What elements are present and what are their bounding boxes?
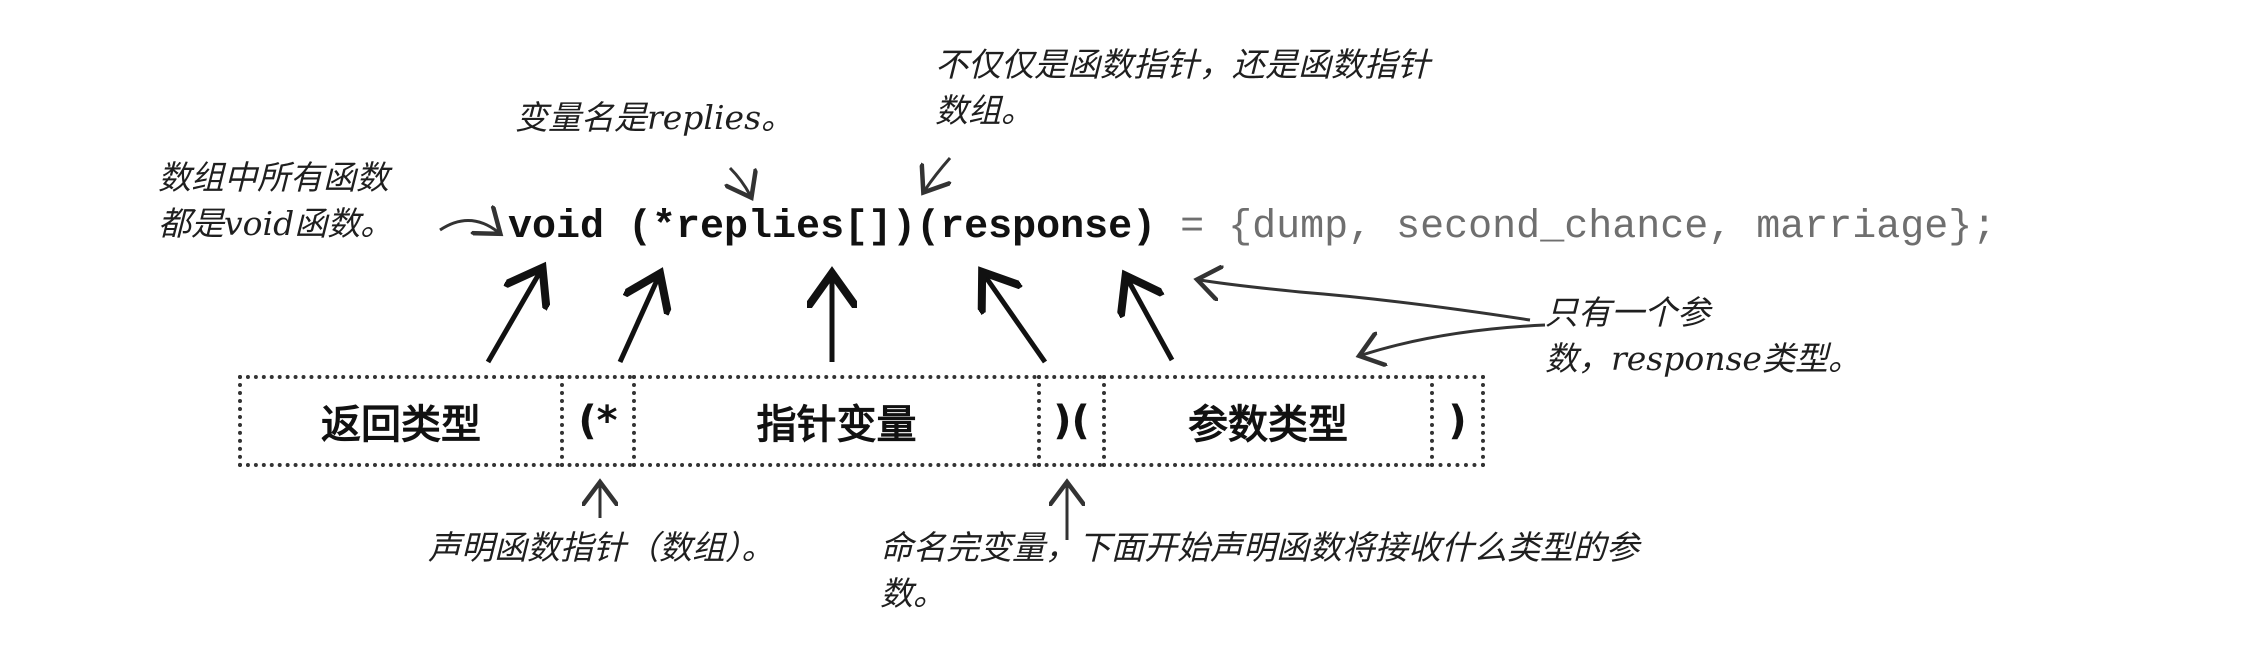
arrow-one-parameter-short [1362,323,1546,355]
annotation-variable-name: 变量名是replies。 [515,95,794,141]
segment-label: (* [578,398,618,444]
annotation-line-1: 变量名是replies。 [515,98,795,137]
code-void-keyword: void [508,205,605,250]
annotation-line-2: 都是void函数。 [158,204,394,243]
annotation-void-functions: 数组中所有函数 都是void函数。 [158,155,393,247]
segment-label: )( [1053,398,1090,444]
annotation-line-1: 数组中所有函数 [158,158,389,197]
segment-close: ) [1430,375,1485,467]
code-initializer: = {dump, second_chance, marriage}; [1156,205,1997,250]
segment-label: 返回类型 [321,402,481,448]
arrow-parameter-type [1128,280,1175,362]
segment-label: ) [1448,398,1467,444]
segment-pointer-variable: 指针变量 [632,375,1037,467]
annotation-line-2: 数，response类型。 [1545,339,1861,378]
annotation-one-parameter: 只有一个参 数，response类型。 [1545,290,1861,382]
annotation-name-variable: 命名完变量，下面开始声明函数将接收什么类型的参 数。 [880,525,1639,617]
arrow-open-pointer [617,278,658,364]
annotation-line-1: 命名完变量，下面开始声明函数将接收什么类型的参 [880,528,1639,567]
code-parameter: (response) [916,205,1157,250]
segment-return-type: 返回类型 [238,375,560,467]
annotation-line-1: 声明函数指针（数组）。 [428,528,775,567]
annotation-line-2: 数组。 [935,91,1034,130]
arrow-return-type [485,272,540,364]
annotation-declare-pointer: 声明函数指针（数组）。 [428,525,775,571]
annotation-line-1: 不仅仅是函数指针，还是函数指针 [935,45,1430,84]
arrow-array-of-pointers [925,157,950,190]
segment-open-pointer: (* [560,375,632,467]
segment-parameter-type: 参数类型 [1102,375,1430,467]
code-pointer-array: (*replies[]) [628,205,917,250]
annotation-line-2: 数。 [880,574,946,613]
arrow-close-open [985,276,1048,364]
arrow-variable-name [730,166,750,195]
annotation-line-1: 只有一个参 [1545,293,1710,332]
segment-label: 指针变量 [756,402,917,448]
arrow-one-parameter-long [1200,280,1531,322]
code-declaration: void (*replies[])(response) = {dump, sec… [508,200,1996,256]
arrow-void-functions [439,220,498,232]
segment-label: 参数类型 [1188,402,1348,448]
segment-close-open: )( [1037,375,1102,467]
annotation-array-of-pointers: 不仅仅是函数指针，还是函数指针 数组。 [935,42,1430,134]
